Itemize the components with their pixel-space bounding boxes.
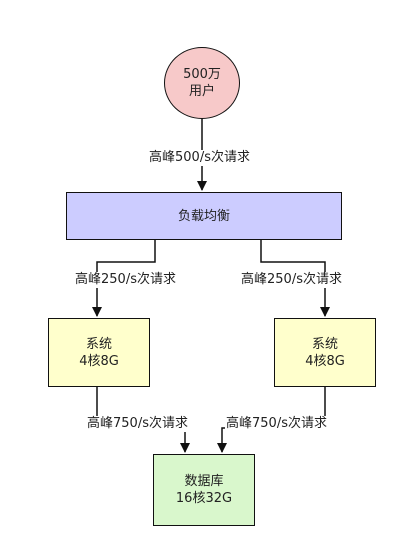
database-line1: 数据库	[184, 474, 224, 489]
system-right-line1: 系统	[311, 336, 338, 352]
edge-label-users-to-lb: 高峰500/s次请求	[148, 150, 251, 166]
edge-label-system-left-to-db: 高峰750/s次请求	[86, 416, 189, 432]
system-left-line2: 4核8G	[79, 353, 119, 369]
database-node: 数据库 16核32G	[153, 454, 255, 526]
load-balancer-node: 负载均衡	[66, 192, 342, 240]
system-node-right: 系统 4核8G	[274, 318, 376, 387]
load-balancer-label: 负载均衡	[177, 208, 230, 224]
users-node-line1: 500万	[183, 67, 221, 82]
users-node: 500万 用户	[164, 47, 240, 119]
system-right-line2: 4核8G	[305, 353, 345, 369]
edge-label-lb-to-system-right: 高峰250/s次请求	[240, 272, 343, 288]
system-left-line1: 系统	[85, 336, 112, 352]
edge-label-lb-to-system-left: 高峰250/s次请求	[74, 272, 177, 288]
database-line2: 16核32G	[175, 491, 233, 506]
edge-label-system-right-to-db: 高峰750/s次请求	[225, 416, 328, 432]
edge-lb-to-system-right	[260, 240, 330, 317]
edge-lb-to-system-left	[92, 240, 156, 317]
users-node-line2: 用户	[188, 84, 215, 99]
system-node-left: 系统 4核8G	[48, 318, 150, 387]
